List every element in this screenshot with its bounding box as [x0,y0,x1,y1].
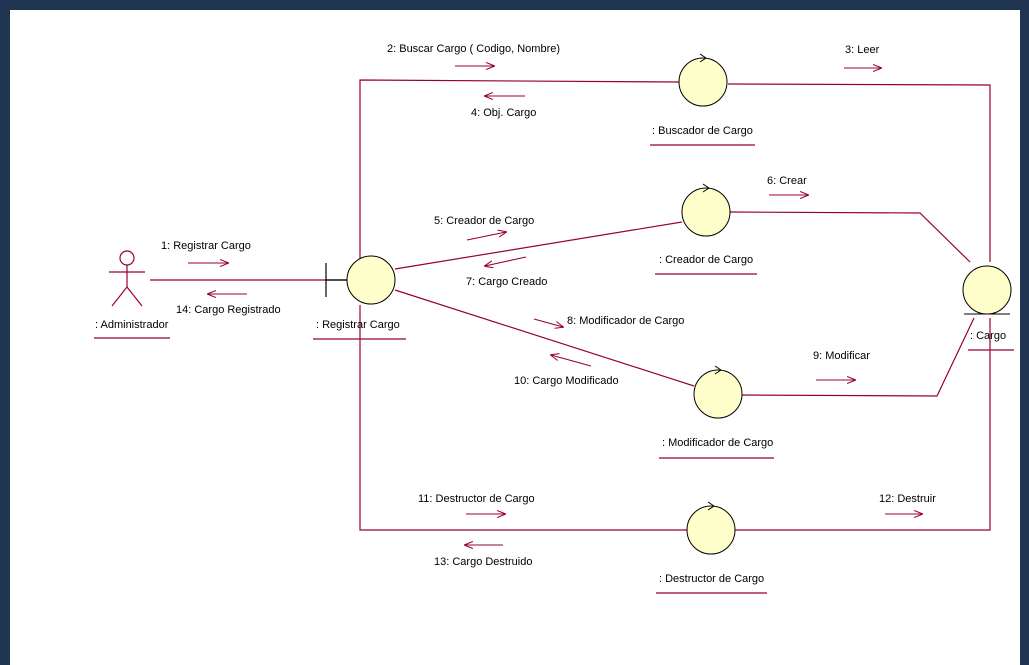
message-label-m10: 10: Cargo Modificado [514,375,619,387]
message-label-m4: 4: Obj. Cargo [471,107,536,119]
link-registrar-destructor [359,305,688,531]
object-labels: : Administrador : Registrar Cargo : Busc… [95,125,1006,585]
arrow-m10 [551,355,592,367]
modificador-label: : Modificador de Cargo [662,437,773,449]
control-icon [693,369,743,419]
message-label-m11: 11: Destructor de Cargo [418,493,535,505]
message-label-m8: 8: Modificador de Cargo [567,315,684,327]
arrow-m8 [533,318,563,327]
message-arrows [188,66,922,545]
message-label-m14: 14: Cargo Registrado [176,304,281,316]
object-cargo [962,265,1012,315]
message-label-m13: 13: Cargo Destruido [434,556,532,568]
arrow-m5 [466,232,506,241]
creador-label: : Creador de Cargo [659,254,753,266]
link-buscador-cargo [727,83,991,262]
cargo-label: : Cargo [970,330,1006,342]
control-icon [678,57,728,107]
boundary-icon [346,255,396,305]
link-registrar-modificador [394,289,695,387]
message-label-m2: 2: Buscar Cargo ( Codigo, Nombre) [387,43,560,55]
object-modificador-de-cargo [693,365,743,419]
link-registrar-buscador [359,79,681,280]
object-buscador-de-cargo [678,53,728,107]
buscador-label: : Buscador de Cargo [652,125,753,137]
message-label-m1: 1: Registrar Cargo [161,240,251,252]
message-label-m9: 9: Modificar [813,350,870,362]
links [150,79,991,531]
object-creador-de-cargo [681,183,731,237]
link-creador-cargo [729,211,971,263]
message-label-m7: 7: Cargo Creado [466,276,547,288]
control-icon [681,187,731,237]
message-label-m6: 6: Crear [767,175,807,187]
message-label-m5: 5: Creador de Cargo [434,215,534,227]
link-registrar-creador [394,221,683,270]
actor-label: : Administrador [95,319,169,331]
control-icon [686,505,736,555]
object-registrar-cargo [325,255,396,305]
link-modificador-cargo [741,317,975,397]
destructor-label: : Destructor de Cargo [659,573,764,585]
object-name-underlines [94,144,1014,594]
arrow-m7 [485,256,527,266]
entity-icon [962,265,1012,315]
message-label-m12: 12: Destruir [879,493,936,505]
link-destructor-cargo [735,318,991,531]
message-label-m3: 3: Leer [845,44,880,56]
registrar-label: : Registrar Cargo [316,319,400,331]
message-labels: 1: Registrar Cargo 14: Cargo Registrado … [161,43,936,568]
actor-stick-figure-icon [109,250,145,307]
object-destructor-de-cargo [686,501,736,555]
